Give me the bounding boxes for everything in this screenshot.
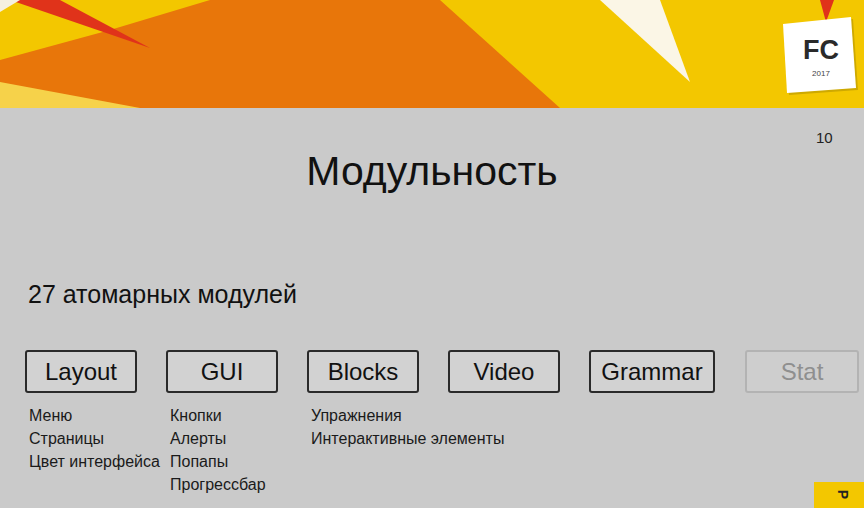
- module-name: Stat: [747, 352, 857, 391]
- subtitle: 27 атомарных модулей: [28, 279, 297, 309]
- logo-text: FC: [788, 34, 854, 66]
- module-name: GUI: [168, 352, 276, 391]
- red-streak: [10, 0, 150, 48]
- module-item: Кнопки: [170, 404, 222, 427]
- white-shard: [600, 0, 690, 82]
- module-box: Stat: [745, 350, 859, 393]
- module-name: Blocks: [309, 352, 417, 391]
- module-item: Алерты: [170, 427, 226, 450]
- module-name: Video: [450, 352, 558, 391]
- module-item: Страницы: [29, 427, 104, 450]
- white-shard: [0, 0, 20, 12]
- module-item: Упражнения: [311, 404, 402, 427]
- module-name: Layout: [27, 352, 135, 391]
- module-item: Цвет интерфейса: [29, 450, 160, 473]
- module-box: LayoutМенюСтраницыЦвет интерфейса: [25, 350, 137, 393]
- module-box: GUIКнопкиАлертыПопапыПрогрессбар: [166, 350, 278, 393]
- logo-text: 2017: [788, 69, 854, 79]
- orange-shape: [0, 0, 560, 108]
- logo-card: [783, 17, 856, 93]
- module-box: Grammar: [589, 350, 715, 393]
- corner-badge: [814, 482, 864, 508]
- module-name: Grammar: [591, 352, 713, 391]
- module-box: Video: [448, 350, 560, 393]
- module-item: Интерактивные элементы: [311, 427, 504, 450]
- slide-title: Модульность: [0, 146, 864, 196]
- corner-letter: Р: [834, 490, 851, 499]
- page-number: 10: [816, 129, 833, 147]
- module-box: BlocksУпражненияИнтерактивные элементы: [307, 350, 419, 393]
- header-band: [0, 0, 864, 108]
- module-item: Прогрессбар: [170, 473, 266, 496]
- module-item: Попапы: [170, 450, 228, 473]
- red-streak: [820, 0, 834, 22]
- yellow-shard: [0, 82, 140, 108]
- module-item: Меню: [29, 404, 72, 427]
